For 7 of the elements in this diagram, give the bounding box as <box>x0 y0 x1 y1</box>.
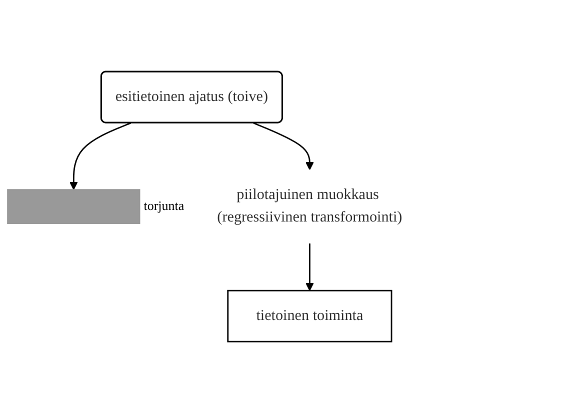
node-bar <box>7 189 140 224</box>
node-box: tietoinen toiminta <box>227 290 392 342</box>
node-text: piilotajuinen muokkaus (regressiivinen transformointi) <box>217 186 402 226</box>
bar-caption: torjunta <box>144 198 184 214</box>
arrow <box>70 122 132 190</box>
arrow <box>253 122 314 170</box>
arrow <box>306 243 314 291</box>
